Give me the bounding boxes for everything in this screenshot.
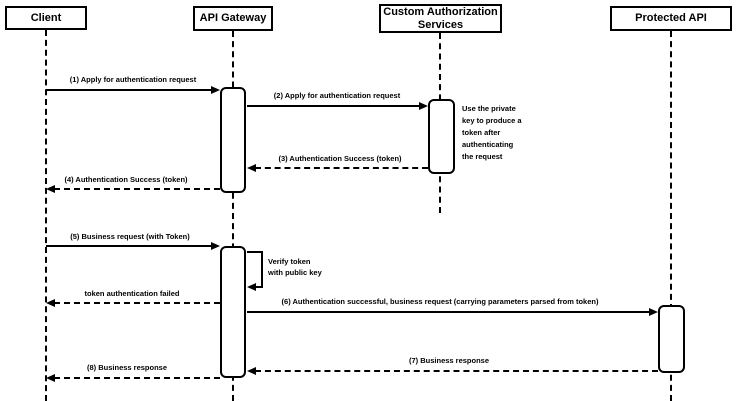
message-1-arrowhead-icon	[211, 86, 220, 94]
self-message-label: Verify token with public key	[268, 257, 322, 277]
message-4-line	[54, 188, 220, 190]
actor-client: Client	[5, 6, 87, 30]
activation-api-gateway-2	[220, 246, 246, 378]
message-8-line	[54, 377, 220, 379]
message-token-failed-label: token authentication failed	[84, 289, 180, 298]
lifeline-client	[45, 30, 47, 401]
message-1-label: (1) Apply for authentication request	[69, 75, 197, 84]
actor-custom-authorization-services: Custom Authorization Services	[379, 4, 502, 33]
message-token-failed-arrowhead-icon	[46, 299, 55, 307]
lifeline-protected-api	[670, 31, 672, 401]
self-message-right-line	[261, 251, 263, 287]
lifeline-api-gateway	[232, 31, 234, 401]
actor-api-gateway: API Gateway	[193, 6, 273, 31]
message-3-label: (3) Authentication Success (token)	[278, 154, 402, 163]
actor-client-label: Client	[30, 11, 62, 24]
message-7-line	[255, 370, 658, 372]
message-7-arrowhead-icon	[247, 367, 256, 375]
self-message-bottom-line	[252, 286, 263, 288]
message-1-line	[46, 89, 212, 91]
activation-protected-api	[658, 305, 685, 373]
activation-api-gateway-1	[220, 87, 246, 193]
note-private-key: Use the private key to produce a token a…	[462, 104, 522, 161]
self-message-top-line	[247, 251, 263, 253]
message-6-label: (6) Authentication successful, business …	[281, 297, 599, 306]
message-2-arrowhead-icon	[419, 102, 428, 110]
actor-protected-api-label: Protected API	[635, 12, 707, 24]
message-5-label: (5) Business request (with Token)	[70, 232, 190, 241]
self-message-arrowhead-icon	[247, 283, 256, 291]
actor-api-gateway-label: API Gateway	[199, 12, 267, 24]
activation-custom-authorization-services	[428, 99, 455, 174]
message-token-failed-line	[54, 302, 220, 304]
message-7-label: (7) Business response	[408, 356, 490, 365]
message-3-arrowhead-icon	[247, 164, 256, 172]
message-4-label: (4) Authentication Success (token)	[64, 175, 188, 184]
message-8-arrowhead-icon	[46, 374, 55, 382]
message-8-label: (8) Business response	[86, 363, 168, 372]
message-3-line	[255, 167, 428, 169]
message-6-line	[247, 311, 650, 313]
actor-protected-api: Protected API	[610, 6, 732, 31]
actor-custom-authorization-services-label: Custom Authorization Services	[383, 5, 498, 31]
message-4-arrowhead-icon	[46, 185, 55, 193]
message-5-arrowhead-icon	[211, 242, 220, 250]
message-2-label: (2) Apply for authentication request	[273, 91, 401, 100]
message-5-line	[46, 245, 212, 247]
message-2-line	[247, 105, 420, 107]
message-6-arrowhead-icon	[649, 308, 658, 316]
